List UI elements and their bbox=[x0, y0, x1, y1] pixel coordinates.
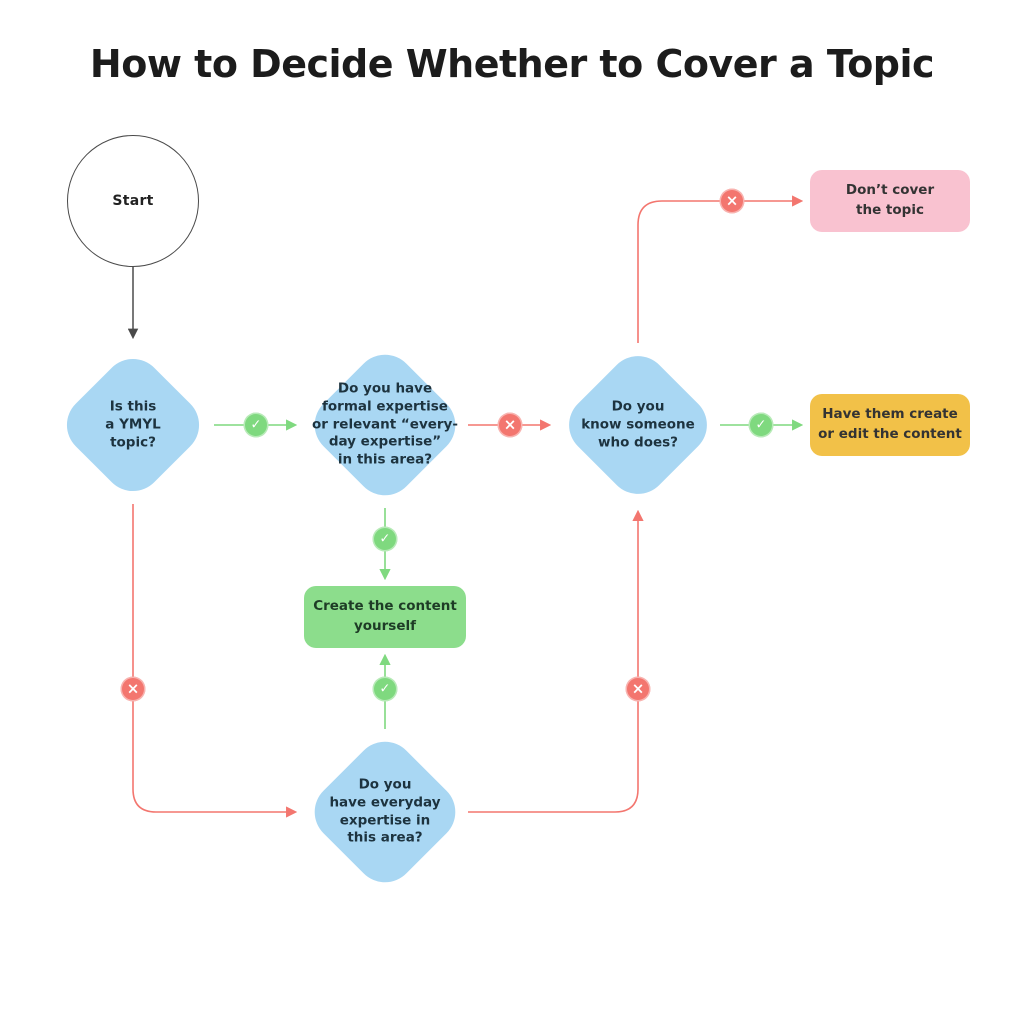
connector-q1-to-q4-no bbox=[132, 504, 298, 818]
yes-badge-q3-have-them: ✓ bbox=[748, 412, 774, 438]
x-icon: × bbox=[725, 191, 739, 210]
page-title: How to Decide Whether to Cover a Topic bbox=[89, 42, 935, 86]
yes-badge-q2-create: ✓ bbox=[372, 526, 398, 552]
no-badge-q2-q3: × bbox=[497, 412, 523, 438]
no-badge-q3-dont-cover: × bbox=[719, 188, 745, 214]
connector-q4-to-q3-no bbox=[468, 509, 644, 813]
connector-q3-to-dont-cover-no bbox=[637, 195, 804, 343]
check-icon: ✓ bbox=[379, 531, 391, 547]
yes-badge-q4-create: ✓ bbox=[372, 676, 398, 702]
yes-badge-q1-q2: ✓ bbox=[243, 412, 269, 438]
check-icon: ✓ bbox=[379, 681, 391, 697]
decision-label: Do you have everyday expertise in this a… bbox=[329, 776, 441, 846]
no-badge-q4-q3: × bbox=[625, 676, 651, 702]
decision-label: Do you know someone who does? bbox=[581, 398, 695, 450]
x-icon: × bbox=[631, 679, 645, 698]
outcome-have-them-create: Have them create or edit the content bbox=[810, 394, 970, 456]
start-label: Start bbox=[112, 193, 154, 209]
decision-label: Is this a YMYL topic? bbox=[105, 398, 161, 450]
no-badge-q1-q4: × bbox=[120, 676, 146, 702]
outcome-dont-cover: Don’t cover the topic bbox=[810, 170, 970, 232]
check-icon: ✓ bbox=[755, 417, 767, 433]
outcome-label: Don’t cover the topic bbox=[845, 182, 935, 218]
x-icon: × bbox=[126, 679, 140, 698]
check-icon: ✓ bbox=[250, 417, 262, 433]
x-icon: × bbox=[503, 415, 517, 434]
outcome-label: Have them create or edit the content bbox=[818, 406, 962, 442]
outcome-label: Create the content yourself bbox=[313, 598, 457, 634]
start-node: Start bbox=[67, 135, 199, 267]
outcome-create-yourself: Create the content yourself bbox=[304, 586, 466, 648]
decision-label: Do you have formal expertise or relevant… bbox=[312, 380, 458, 468]
